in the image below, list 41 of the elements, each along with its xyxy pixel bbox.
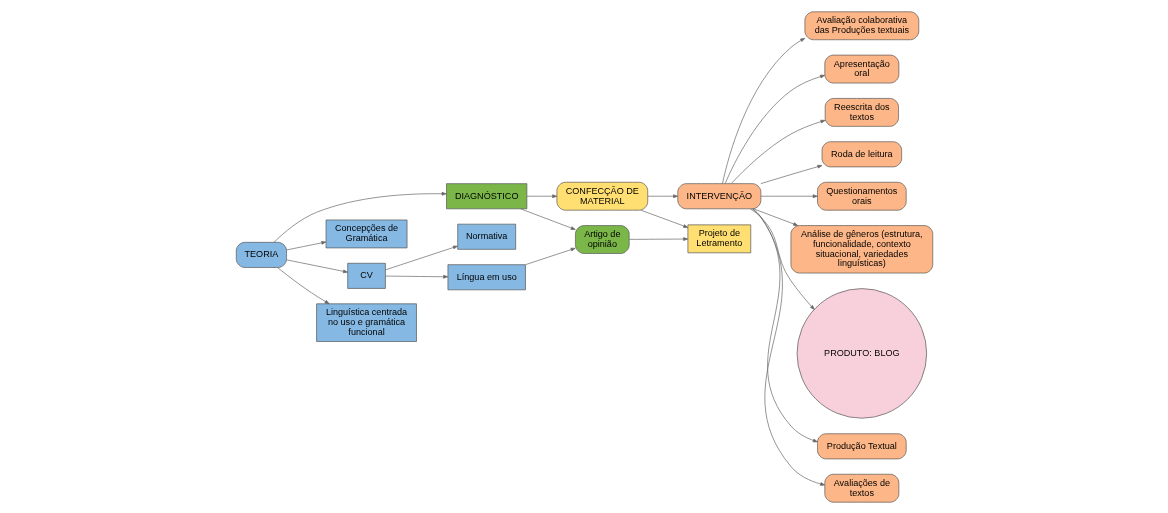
- node-box: Normativa: [456, 223, 516, 250]
- node-box: TEORIA: [235, 241, 287, 268]
- arrow: [760, 193, 818, 198]
- arrow: [285, 240, 326, 250]
- arrow: [647, 193, 678, 198]
- arrow: [751, 208, 825, 486]
- arrow: [285, 259, 348, 273]
- arrow: [519, 208, 576, 230]
- arrow: [749, 208, 815, 310]
- node-box: Avaliações de textos: [823, 473, 899, 503]
- node-box: CV: [346, 262, 386, 289]
- arrow: [730, 119, 825, 184]
- arrow: [724, 74, 825, 184]
- node-box: Roda de leitura: [821, 140, 902, 167]
- arrow: [384, 245, 458, 270]
- arrow: [752, 207, 798, 226]
- node-box: Linguística centrada no uso e gramática funcional: [315, 302, 417, 342]
- node-box: Projeto de Letramento: [687, 224, 751, 253]
- arrow: [273, 191, 447, 243]
- node-box: Artigo de opinião: [574, 224, 630, 254]
- arrow: [526, 193, 557, 198]
- node-box: Reescrita dos textos: [824, 97, 899, 127]
- arrow: [384, 274, 448, 279]
- node-box: Apresentação oral: [823, 54, 899, 83]
- node-box: CONFECÇÃO DE MATERIAL: [556, 181, 648, 211]
- arrow: [640, 209, 688, 228]
- arrow: [276, 266, 329, 304]
- node-circle: PRODUTO: BLOG: [796, 287, 927, 419]
- arrow: [628, 236, 688, 241]
- node-box: DIAGNÓSTICO: [445, 182, 527, 209]
- arrow: [524, 247, 576, 265]
- node-box: Avaliação colaborativa das Produções textuais: [804, 10, 919, 40]
- node-box: Língua em uso: [447, 263, 526, 290]
- node-box: Concepções de Gramática: [325, 219, 407, 248]
- arrow: [751, 208, 818, 442]
- node-box: Questionamentos orais: [816, 181, 907, 211]
- node-box: Análise de gêneros (estrutura, funcionalidade, contexto situacional, variedades linguísticas): [790, 224, 933, 273]
- arrow: [760, 164, 822, 184]
- arrow: [721, 37, 805, 184]
- node-box: Produção Textual: [816, 432, 907, 459]
- node-box: INTERVENÇÃO: [676, 182, 761, 209]
